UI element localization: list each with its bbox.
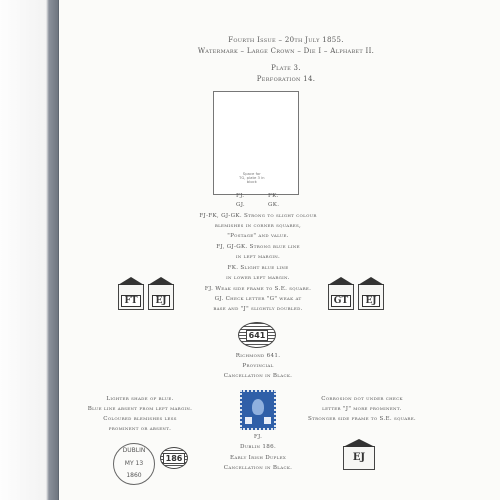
position-label: GK. bbox=[268, 202, 280, 208]
note-line: FJ. Weak side frame to S.E. square. bbox=[204, 286, 312, 292]
stamp-caption: Cancellation in Black. bbox=[223, 465, 293, 471]
note-line: base and "J" slightly doubled. bbox=[213, 306, 303, 312]
postmark-town: DUBLIN bbox=[122, 447, 146, 454]
corner-letters: FT bbox=[121, 295, 141, 307]
stamp-block-frame bbox=[213, 91, 299, 195]
duplex-number: 186 bbox=[162, 452, 186, 464]
duplex-cancel-illustration: 186 bbox=[160, 447, 188, 469]
queen-head-illustration bbox=[252, 399, 264, 415]
note-line: in lower left margin. bbox=[226, 275, 290, 281]
cancel-caption: Cancellation in Black. bbox=[223, 373, 293, 379]
corner-letters: EJ bbox=[352, 452, 366, 463]
corner-square: EJ bbox=[358, 277, 384, 310]
plate-heading: Plate 3. bbox=[271, 64, 301, 72]
right-note-line: Stronger side frame to S.E. square. bbox=[307, 416, 417, 422]
dublin-postmark: DUBLIN MY 13 1860 bbox=[113, 443, 155, 485]
right-note-line: letter "J" more prominent. bbox=[322, 406, 402, 412]
perforation-heading: Perforation 14. bbox=[256, 75, 316, 83]
postmark-date: MY 13 bbox=[124, 460, 144, 467]
left-note-line: Blue line absent from left margin. bbox=[87, 406, 193, 412]
watermark-heading: Watermark – Large Crown – Die I – Alphab… bbox=[197, 47, 375, 55]
note-line: "Postage" and value. bbox=[227, 233, 289, 239]
frame-note: Space for TG, plate 3 in block bbox=[239, 172, 265, 184]
album-spine bbox=[0, 0, 58, 500]
corner-letters-bottom: EJ bbox=[343, 439, 375, 470]
note-line: FK. Slight blue line bbox=[227, 265, 289, 271]
stamp-corner-box bbox=[245, 417, 252, 424]
corner-letters: EJ bbox=[362, 295, 380, 307]
note-line: blemishes in corner squares, bbox=[214, 223, 302, 229]
cancel-caption: Richmond 641. bbox=[235, 353, 281, 359]
note-line: in left margin. bbox=[235, 254, 281, 260]
corner-letters: EJ bbox=[152, 295, 170, 307]
corner-letters: GT bbox=[330, 295, 352, 307]
right-note-line: Corrosion dot under check bbox=[321, 396, 403, 402]
note-line: FJ-FK, GJ-GK. Strong to slight colour bbox=[199, 213, 317, 219]
cancel-641-illustration: 641 bbox=[238, 322, 276, 348]
position-label: GJ. bbox=[236, 202, 245, 208]
note-line: GJ. Check letter "G" weak at bbox=[214, 296, 302, 302]
frame-note-line: block bbox=[246, 179, 257, 184]
corner-square: FT bbox=[118, 277, 144, 310]
position-label: FK. bbox=[268, 193, 279, 199]
stamp-corner-box bbox=[264, 417, 271, 424]
position-label: FJ. bbox=[236, 193, 245, 199]
cancel-caption: Provincial bbox=[242, 363, 274, 369]
frame-note-line: Space for bbox=[242, 171, 261, 176]
left-note-line: Coloured blemishes less bbox=[103, 416, 177, 422]
note-line: FJ, GJ-GK. Strong blue line bbox=[216, 244, 300, 250]
issue-heading: Fourth Issue – 20th July 1855. bbox=[228, 36, 344, 44]
blue-stamp-image bbox=[240, 390, 276, 430]
left-note-line: Lighter shade of blue. bbox=[106, 396, 174, 402]
corner-square: EJ bbox=[148, 277, 174, 310]
left-note-line: prominent or absent. bbox=[108, 426, 172, 432]
album-page bbox=[58, 0, 500, 500]
cancel-number: 641 bbox=[245, 329, 269, 341]
stamp-caption: Early Irish Duplex bbox=[230, 455, 286, 461]
frame-note-line: TG, plate 3 in bbox=[239, 175, 265, 180]
postmark-year: 1860 bbox=[126, 472, 142, 479]
stamp-caption: FJ. bbox=[253, 434, 263, 440]
corner-letters-left: FT EJ bbox=[118, 277, 174, 310]
stamp-caption: Dublin 186. bbox=[239, 444, 277, 450]
corner-letters-right: GT EJ bbox=[328, 277, 384, 310]
corner-square: GT bbox=[328, 277, 354, 310]
